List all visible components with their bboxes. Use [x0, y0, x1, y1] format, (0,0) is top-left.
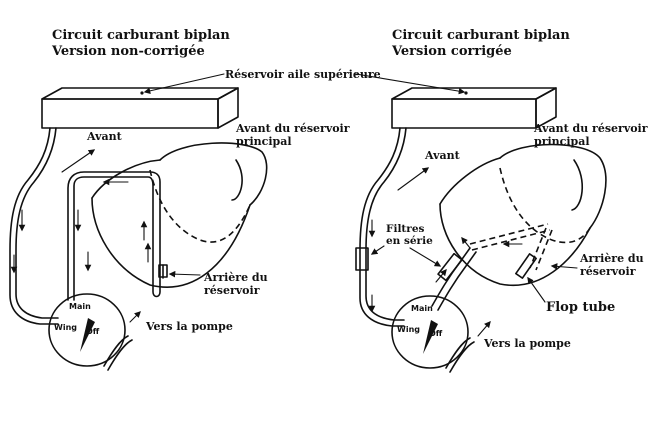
- right-valve-off: Off: [429, 329, 443, 338]
- left-title-line2: Version non-corrigée: [51, 44, 205, 59]
- right-flop-tube-label: Flop tube: [546, 300, 615, 315]
- right-upper-wing-tank: [391, 87, 557, 129]
- left-main-tank: [91, 142, 268, 288]
- left-tank-front-label-2: principal: [236, 135, 292, 148]
- right-title-line1: Circuit carburant biplan: [392, 28, 570, 43]
- right-tank-front-label-1: Avant du réservoir: [533, 122, 648, 135]
- right-tank-rear-label-2: réservoir: [580, 265, 636, 278]
- left-valve-main: Main: [69, 302, 91, 311]
- right-flop-tube: [469, 223, 553, 279]
- left-tank-rear-label-1: Arrière du: [203, 271, 268, 284]
- left-title-line1: Circuit carburant biplan: [52, 28, 230, 43]
- right-filters-label-1: Filtres: [386, 223, 424, 235]
- right-diagram: Circuit carburant biplan Version corrigé…: [355, 28, 648, 373]
- left-forward-arrow: [61, 149, 96, 173]
- right-wing-filter: [355, 247, 369, 271]
- right-series-filter: [437, 252, 463, 282]
- left-to-pump-label: Vers la pompe: [145, 320, 233, 333]
- right-tank-rear-label-1: Arrière du: [579, 252, 644, 265]
- left-diagram: Circuit carburant biplan Version non-cor…: [9, 28, 381, 371]
- left-pickup-pipe: [67, 171, 168, 301]
- right-forward-label: Avant: [424, 149, 461, 162]
- right-filters-label-2: en série: [386, 235, 433, 247]
- left-tank-front-label-1: Avant du réservoir: [235, 122, 350, 135]
- right-fuel-selector-valve[interactable]: Main Wing Off: [391, 295, 469, 369]
- right-wing-feed-line: [359, 127, 405, 327]
- right-tank-front-label-2: principal: [534, 135, 590, 148]
- left-tank-rear-label-2: réservoir: [204, 284, 260, 297]
- left-forward-label: Avant: [86, 130, 123, 143]
- right-valve-wing: Wing: [397, 325, 420, 334]
- right-main-tank: [439, 143, 607, 287]
- right-valve-main: Main: [411, 304, 433, 313]
- right-forward-arrow: [397, 167, 430, 191]
- right-title-line2: Version corrigée: [391, 44, 512, 59]
- left-upper-wing-tank: [41, 87, 239, 129]
- left-valve-wing: Wing: [54, 323, 77, 332]
- left-fuel-selector-valve[interactable]: Main Wing Off: [48, 293, 126, 367]
- left-valve-off: Off: [86, 327, 100, 336]
- left-upper-tank-label: Réservoir aile supérieure: [225, 68, 381, 81]
- left-wing-feed-line: [9, 127, 59, 325]
- right-to-pump-label: Vers la pompe: [483, 337, 571, 350]
